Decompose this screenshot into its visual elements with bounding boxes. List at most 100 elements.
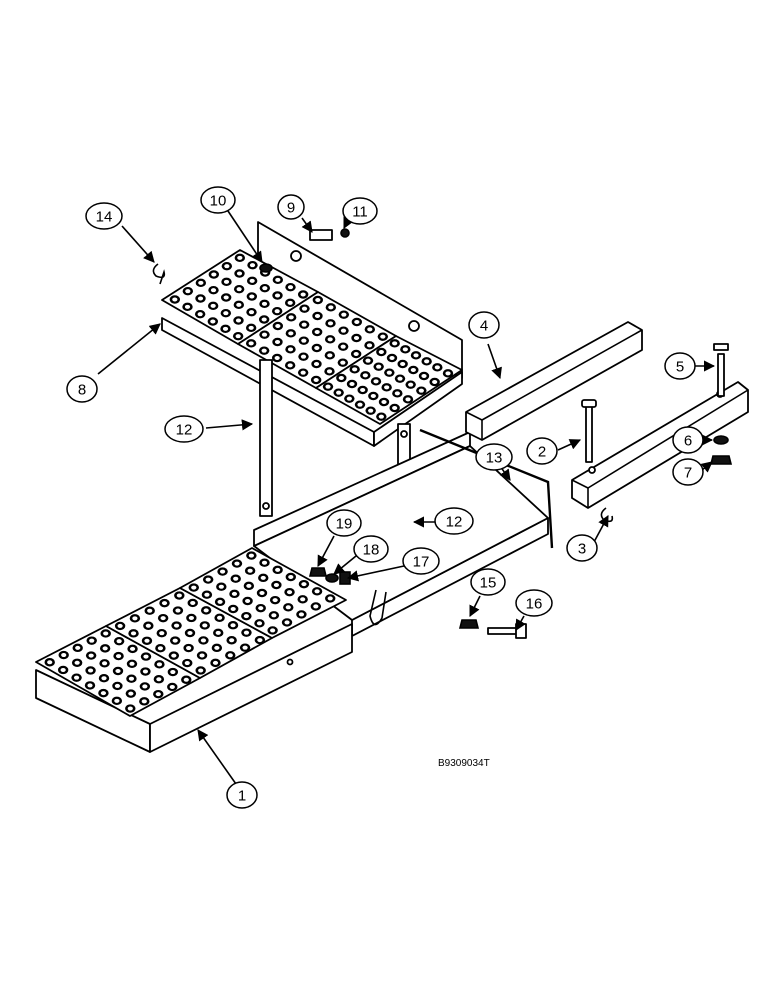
callout-label: 6 [684,433,692,450]
tread-hole-center [211,272,217,277]
tread-hole-center [314,330,320,334]
tread-hole-center [298,612,305,617]
tread-hole-center [326,369,333,374]
tread-hole-center [157,646,163,651]
callout-label: 14 [96,209,113,226]
tread-hole-center [410,368,416,372]
tread-hole-center [249,278,255,283]
tread-hole-center [205,577,211,582]
callout-2: 2 [526,437,558,465]
tread-hole-center [405,397,411,402]
tread-hole-center [243,630,250,635]
callout-label: 17 [413,554,430,571]
tread-hole-center [235,318,242,323]
tread-hole-center [236,271,243,276]
callout-1: 1 [226,781,258,809]
tread-hole-center [287,363,293,368]
tread-hole-center [197,312,203,317]
tread-hole-center [271,613,277,618]
callout-10: 10 [200,186,236,214]
tread-hole-center [245,599,251,603]
tread-hole-center [237,255,243,260]
tread-hole-center [176,593,182,598]
tread-hole-center [88,653,94,658]
bracket-hole [588,466,596,474]
tread-hole-center [288,315,294,320]
tread-hole-center [248,325,254,330]
tread-hole-center [197,296,204,301]
tread-hole-center [214,645,220,650]
upper-step-assembly [161,221,463,447]
callout-4: 4 [468,311,500,339]
tread-hole-center [261,301,268,306]
strap-hole [262,502,270,510]
tread-hole-center [101,676,107,681]
tread-hole-center [142,684,148,689]
tread-hole-center [115,654,122,659]
tread-hole-center [89,638,95,643]
tread-hole-center [373,379,379,384]
tread-hole-center [362,373,368,378]
tread-hole-center [142,669,149,674]
tread-hole-center [378,350,384,354]
callout-label: 8 [78,382,86,399]
tread-hole-center [248,553,254,558]
tread-hole-center [262,286,268,291]
tread-hole-center [249,263,256,268]
tread-hole-center [352,367,358,372]
tread-hole-center [75,645,81,650]
tread-hole-center [212,660,219,665]
tread-hole-center [270,628,276,633]
tread-hole-center [199,653,205,658]
tread-hole-center [130,631,137,636]
tread-hole-center [175,608,181,613]
callout-9: 9 [277,194,305,220]
tread-hole-center [247,568,253,573]
tread-hole-center [183,677,189,682]
tread-hole-center [249,294,255,299]
tread-hole-center [144,638,150,643]
tread-hole-center [127,706,133,711]
tread-hole-center [341,312,347,317]
tread-hole-center [101,661,108,666]
upper-step-front-lip [373,371,463,447]
tread-hole-center [100,691,107,696]
tread-hole-center [259,591,265,595]
callout-17: 17 [402,547,440,575]
tread-hole-center [418,388,424,393]
tread-hole-center [392,341,398,346]
tread-hole-center [327,353,333,358]
tread-hole-center [261,317,267,322]
tread-hole-center [210,288,217,293]
tread-hole-center [246,583,252,588]
tread-hole-center [155,692,161,697]
strap-hole [400,430,408,438]
tread-hole-center [402,347,408,352]
callout-3: 3 [566,534,598,562]
callout-label: 4 [480,318,488,335]
tread-hole-center [132,616,138,621]
tread-hole-center [434,365,440,370]
tread-hole-center [257,638,263,643]
callout-14: 14 [85,202,123,230]
tread-hole-center [115,669,121,673]
tread-hole-center [260,575,266,580]
bracket-hole [408,320,420,332]
tread-hole-center [301,306,308,311]
tread-hole-center [128,676,135,681]
tread-hole-center [389,356,395,360]
callout-label: 19 [336,516,353,533]
tread-hole-center [397,376,403,381]
tread-hole-center [432,380,438,384]
callout-label: 16 [526,596,543,613]
tread-hole-center [230,607,236,611]
tread-hole-center [236,287,242,292]
tread-hole-center [231,591,238,596]
tread-hole-center [314,589,320,594]
plate-part-9 [309,229,333,241]
callout-label: 7 [684,465,692,482]
tread-hole-center [103,631,109,636]
tread-hole-center [275,567,281,572]
tread-hole-center [200,638,207,643]
tread-hole-center [325,384,331,389]
